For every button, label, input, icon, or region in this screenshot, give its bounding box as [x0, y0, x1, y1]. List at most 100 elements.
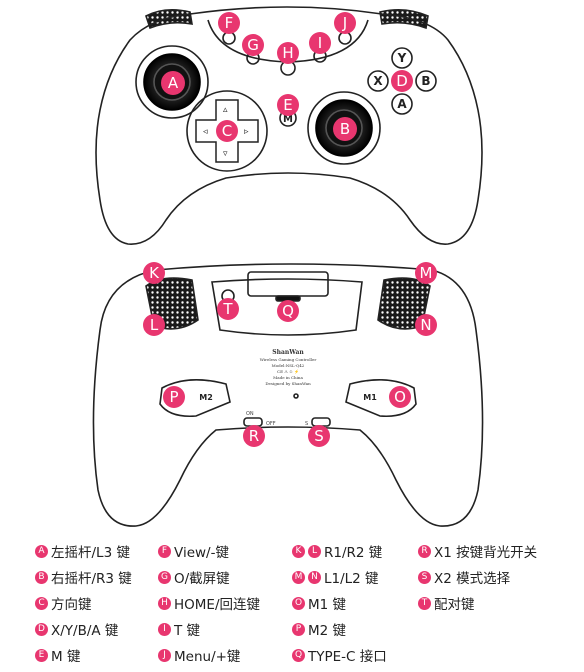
svg-text:ShanWan: ShanWan [272, 349, 304, 356]
callout-q: Q [277, 300, 299, 322]
legend-text: T 键 [174, 623, 201, 639]
legend-text: O/截屏键 [174, 571, 230, 587]
legend-text: M 键 [51, 649, 81, 665]
legend-key: I [158, 622, 171, 636]
callout-f-view: F [218, 12, 240, 34]
legend-item: E M 键 [35, 644, 80, 666]
back-body-outline [92, 263, 484, 527]
m1-label: M1 [363, 393, 377, 402]
switch-off-label: OFF [266, 421, 276, 427]
legend-item: P M2 键 [292, 618, 346, 640]
legend-key: Q [292, 648, 305, 662]
m2-label: M2 [199, 393, 213, 402]
callout-a-stick: A [161, 71, 185, 95]
switch-labels: ON OFF S [246, 411, 308, 427]
legend-text: L1/L2 键 [324, 571, 379, 587]
legend-text: 右摇杆/R3 键 [51, 571, 132, 587]
legend-item: G O/截屏键 [158, 566, 230, 588]
legend-key: J [158, 648, 171, 662]
switch-on-label: ON [246, 411, 254, 417]
legend-item: A 左摇杆/L3 键 [35, 540, 130, 562]
controller-diagram: ▵ ▿ ◃ ▹ Y X B A M [92, 6, 484, 527]
legend-text: X1 按键背光开关 [434, 545, 538, 561]
legend-key: C [35, 596, 48, 610]
x-button: X [373, 74, 383, 88]
legend-text: TYPE-C 接口 [308, 649, 387, 665]
legend-item: B 右摇杆/R3 键 [35, 566, 132, 588]
svg-text:◃: ◃ [203, 127, 208, 137]
legend-item: D X/Y/B/A 键 [35, 618, 118, 640]
svg-text:CE ⚠ ♲ ⚡: CE ⚠ ♲ ⚡ [277, 369, 299, 374]
legend-item: I T 键 [158, 618, 200, 640]
legend-key: S [418, 570, 431, 584]
legend: A 左摇杆/L3 键 B 右摇杆/R3 键 C 方向键 D X/Y/B/A 键 … [0, 540, 584, 672]
callout-j-menu: J [334, 12, 356, 34]
callout-c-dpad: C [216, 120, 238, 142]
legend-text: M2 键 [308, 623, 347, 639]
legend-item: T 配对键 [418, 592, 475, 614]
legend-key: L [308, 544, 321, 558]
callout-r: R [243, 425, 265, 447]
callout-s: S [308, 425, 330, 447]
m1-paddle [345, 379, 417, 418]
legend-text: Menu/+键 [174, 649, 241, 665]
legend-key: K [292, 544, 305, 558]
legend-key: A [35, 544, 48, 558]
front-body-outline [95, 6, 483, 245]
back-print: ShanWan Wireless Gaming Controller Model… [260, 349, 317, 386]
legend-key: B [35, 570, 48, 584]
svg-text:Designed by ShanWan: Designed by ShanWan [265, 381, 311, 386]
switch-s-label: S [305, 421, 308, 427]
callout-i-t: I [309, 32, 331, 54]
svg-text:▵: ▵ [223, 105, 228, 115]
right-bumper [379, 8, 429, 30]
legend-text: X/Y/B/A 键 [51, 623, 119, 639]
legend-text: R1/R2 键 [324, 545, 383, 561]
legend-text: 配对键 [434, 597, 475, 613]
legend-text: HOME/回连键 [174, 597, 261, 613]
legend-item: H HOME/回连键 [158, 592, 260, 614]
legend-key: F [158, 544, 171, 558]
callout-l: L [143, 314, 165, 336]
legend-text: M1 键 [308, 597, 347, 613]
legend-key: D [35, 622, 48, 636]
svg-text:Made in China: Made in China [273, 375, 303, 380]
legend-text: 方向键 [51, 597, 92, 613]
svg-text:Wireless Gaming Controller: Wireless Gaming Controller [260, 357, 317, 362]
y-button: Y [397, 51, 407, 65]
callout-p: P [163, 386, 185, 408]
callout-t: T [217, 298, 239, 320]
svg-text:▹: ▹ [244, 127, 249, 137]
dpad [195, 99, 259, 163]
a-button: A [397, 97, 407, 111]
m-button: M [283, 114, 293, 125]
legend-key: T [418, 596, 431, 610]
legend-key: G [158, 570, 171, 584]
callout-k: K [143, 262, 165, 284]
m2-paddle [159, 379, 231, 418]
legend-item: F View/-键 [158, 540, 229, 562]
legend-text: 左摇杆/L3 键 [51, 545, 130, 561]
legend-item: O M1 键 [292, 592, 346, 614]
left-bumper [145, 8, 193, 30]
callout-b-stick: B [333, 117, 357, 141]
face-button-labels: Y X B A M [283, 51, 431, 125]
legend-key: O [292, 596, 305, 610]
legend-key: R [418, 544, 431, 558]
paddle-labels: M2 M1 [199, 393, 377, 402]
legend-item: K L R1/R2 键 [292, 540, 382, 562]
svg-text:▿: ▿ [223, 149, 228, 159]
legend-key: P [292, 622, 305, 636]
callout-m: M [415, 262, 437, 284]
legend-item: R X1 按键背光开关 [418, 540, 537, 562]
legend-item: J Menu/+键 [158, 644, 240, 666]
legend-text: View/-键 [174, 545, 229, 561]
callout-o: O [389, 386, 411, 408]
callout-h-home: H [277, 42, 299, 64]
b-button: B [421, 74, 430, 88]
legend-key: N [308, 570, 321, 584]
legend-item: S X2 模式选择 [418, 566, 510, 588]
legend-item: M N L1/L2 键 [292, 566, 379, 588]
legend-item: Q TYPE-C 接口 [292, 644, 387, 666]
callout-n: N [415, 314, 437, 336]
